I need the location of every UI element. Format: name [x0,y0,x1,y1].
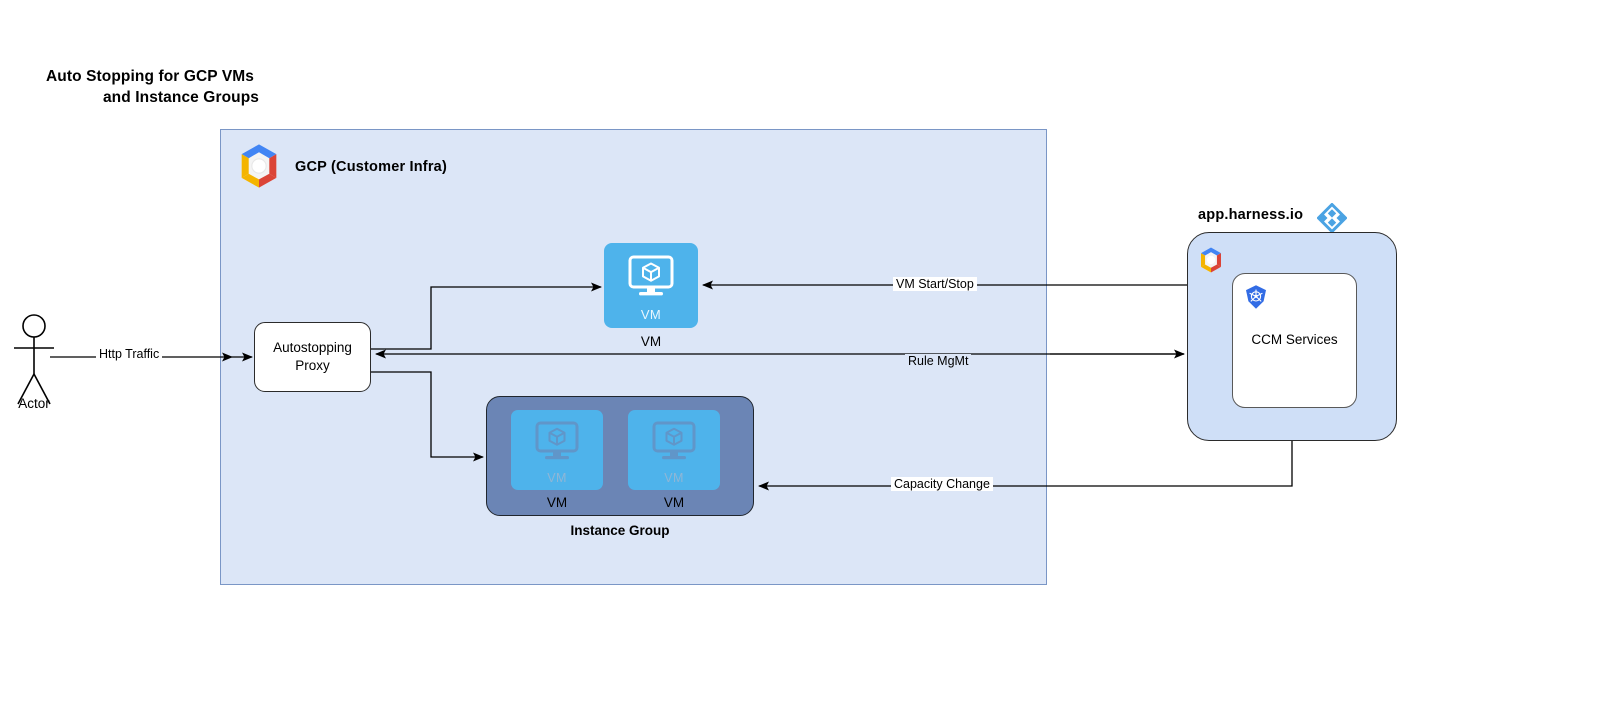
vm-monitor-cube-icon [628,255,674,296]
vm-monitor-cube-icon [652,421,696,460]
instance-group-vm-2-inner-label: VM [664,471,684,485]
autostopping-proxy-label-line-2: Proxy [295,358,330,373]
page-title-line-1: Auto Stopping for GCP VMs [46,68,255,85]
ccm-services-box[interactable]: CCM Services [1232,273,1357,408]
gcp-hexagon-icon [241,144,277,188]
vm-monitor-cube-icon [535,421,579,460]
instance-group-vm-1[interactable]: VM [511,410,603,490]
kubernetes-wheel-icon [1246,285,1266,309]
actor-stick-figure-icon [14,314,54,405]
harness-label: app.harness.io [1198,207,1304,223]
instance-group-vm-1-inner-label: VM [547,471,567,485]
gcp-hexagon-icon [1201,247,1221,273]
vm-inner-label: VM [640,307,662,322]
connector-proxy-to-instance-group [371,371,484,462]
ccm-services-label: CCM Services [1251,332,1338,347]
gcp-container-label: GCP (Customer Infra) [295,159,447,175]
autostopping-proxy-node[interactable]: Autostopping Proxy [254,322,371,392]
page-title: Auto Stopping for GCP VMs and Instance G… [46,66,346,108]
connector-label-vm-start-stop: VM Start/Stop [893,277,977,291]
page-title-line-2: and Instance Groups [102,89,260,106]
connector-label-capacity-change: Capacity Change [891,477,993,491]
connector-label-http-traffic: Http Traffic [96,347,163,361]
instance-group-vm-2-caption: VM [663,495,685,510]
actor-label: Actor [18,396,50,411]
connector-capacity-change [758,441,1293,491]
instance-group-vm-2[interactable]: VM [628,410,720,490]
autostopping-proxy-label-line-1: Autostopping [273,340,352,355]
instance-group-vm-1-caption: VM [546,495,568,510]
vm-node[interactable]: VM [604,243,698,328]
vm-node-caption: VM [640,334,662,349]
harness-panel: CCM Services [1187,232,1397,441]
harness-diamond-icon [1317,203,1347,233]
connector-proxy-to-vm [371,282,602,350]
instance-group-caption: Instance Group [570,523,670,538]
connector-label-rule-mgmt: Rule MgMt [905,354,972,368]
instance-group-node[interactable]: VM VM VM VM [486,396,754,516]
